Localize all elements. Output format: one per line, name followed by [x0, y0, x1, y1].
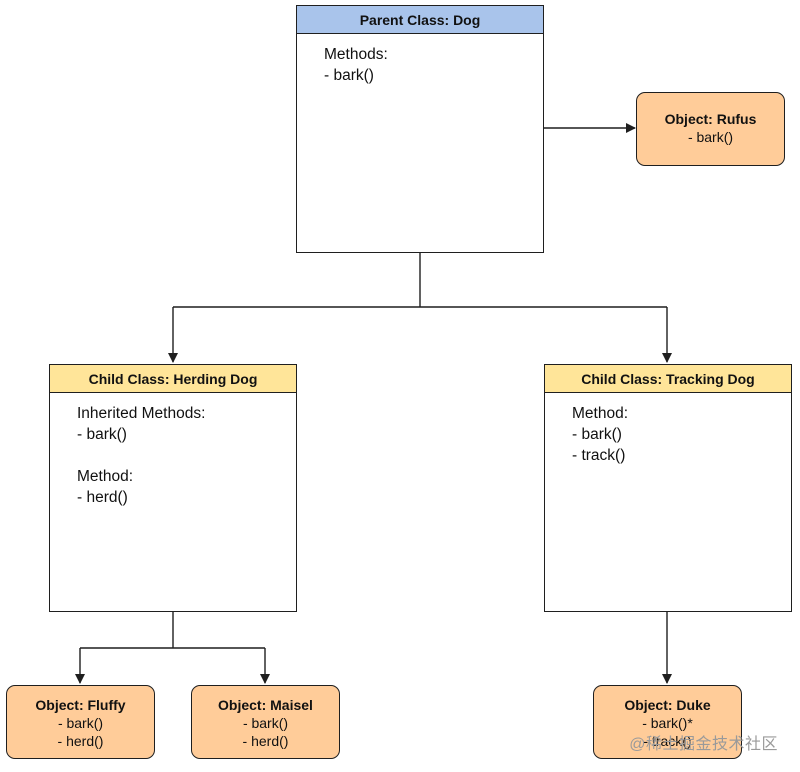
object-method: - bark()	[242, 715, 289, 731]
object-method: - track()	[643, 733, 692, 749]
method-label: Method:	[77, 468, 134, 485]
method-item: - track()	[572, 447, 626, 464]
parent-class-title: Parent Class: Dog	[297, 6, 543, 34]
object-fluffy-box: Object: Fluffy - bark() - herd()	[6, 685, 155, 759]
child-class-title: Child Class: Tracking Dog	[545, 365, 791, 393]
child-class-body: Method: - bark() - track()	[545, 393, 791, 466]
object-method: - bark()	[687, 129, 734, 145]
watermark: @稀土掘金技术社区	[629, 736, 778, 753]
method-item: - bark()	[77, 426, 127, 443]
method-item: - herd()	[77, 489, 128, 506]
child-class-tracking-box: Child Class: Tracking Dog Method: - bark…	[544, 364, 792, 612]
child-class-herding-box: Child Class: Herding Dog Inherited Metho…	[49, 364, 297, 612]
object-title: Object: Fluffy	[35, 697, 126, 713]
child-class-title: Child Class: Herding Dog	[50, 365, 296, 393]
parent-class-box: Parent Class: Dog Methods: - bark()	[296, 5, 544, 253]
method-item: - bark()	[324, 67, 374, 84]
object-title: Object: Rufus	[664, 111, 757, 127]
parent-class-body: Methods: - bark()	[297, 34, 543, 86]
object-method: - herd()	[242, 733, 289, 749]
methods-label: Methods:	[324, 46, 388, 63]
object-maisel-box: Object: Maisel - bark() - herd()	[191, 685, 340, 759]
object-rufus-box: Object: Rufus - bark()	[636, 92, 785, 166]
method-label: Method:	[572, 405, 629, 422]
object-title: Object: Maisel	[218, 697, 313, 713]
child-class-body: Inherited Methods: - bark() Method: - he…	[50, 393, 296, 508]
object-method: - bark()	[57, 715, 104, 731]
object-method: - bark()*	[642, 715, 693, 731]
object-method: - herd()	[57, 733, 104, 749]
inherited-methods-label: Inherited Methods:	[77, 405, 206, 422]
method-item: - bark()	[572, 426, 622, 443]
section-gap	[77, 445, 296, 466]
object-title: Object: Duke	[624, 697, 711, 713]
object-duke-box: Object: Duke - bark()* - track()	[593, 685, 742, 759]
